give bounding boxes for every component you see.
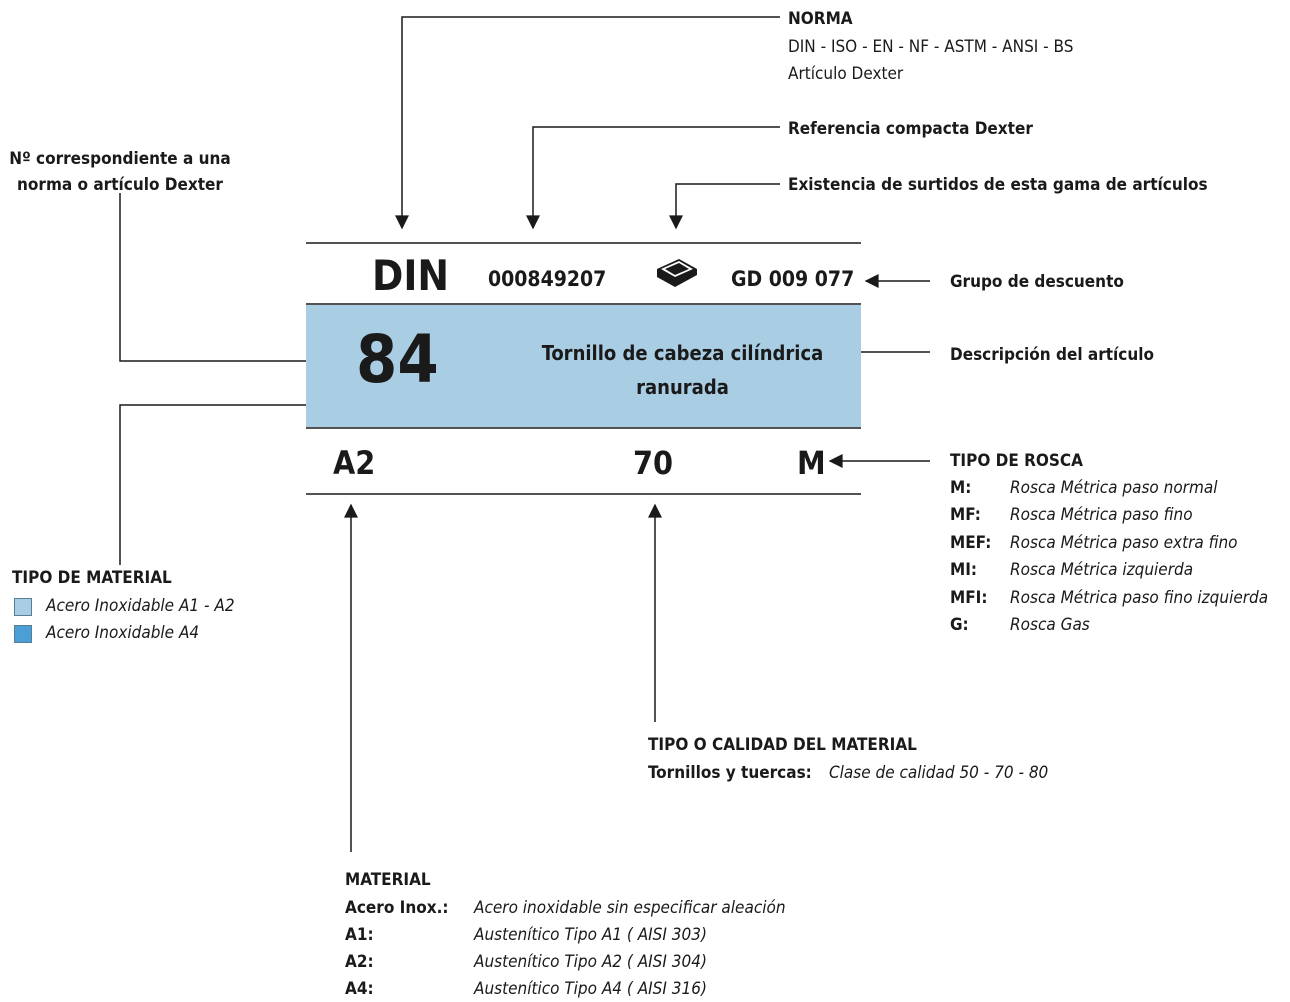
tipo-rosca-code: MF:	[950, 505, 981, 525]
tipo-rosca-desc: Rosca Métrica paso fino izquierda	[1010, 588, 1269, 608]
numero-connector	[119, 193, 357, 368]
description-band	[306, 305, 861, 427]
norma-connector	[395, 16, 780, 230]
legend-swatch-a4	[14, 625, 32, 643]
referencia-connector	[526, 126, 780, 230]
tipo-rosca-code: MFI:	[950, 588, 988, 608]
material-code: Acero Inox.:	[345, 898, 449, 918]
calidad-label: Tornillos y tuercas:	[648, 763, 812, 783]
tipo-rosca-code: MI:	[950, 560, 978, 580]
tipo-rosca-desc: Rosca Métrica izquierda	[1010, 560, 1194, 580]
tipo-material-connector	[119, 398, 332, 565]
norma-dexter: Artículo Dexter	[788, 64, 904, 84]
tipo-rosca-code: MEF:	[950, 533, 992, 553]
tipo-rosca-desc: Rosca Métrica paso extra fino	[1010, 533, 1238, 553]
calidad-value: Clase de calidad 50 - 70 - 80	[829, 763, 1049, 783]
tipo-rosca-code: M:	[950, 478, 972, 498]
material-code: A1:	[345, 925, 374, 945]
tipo-rosca-desc: Rosca Métrica paso fino	[1010, 505, 1193, 525]
material-code: A4:	[345, 979, 374, 999]
surtidos-label: Existencia de surtidos de esta gama de a…	[788, 175, 1208, 195]
tipo-material-title: TIPO DE MATERIAL	[12, 568, 172, 588]
label-norm: DIN	[372, 251, 450, 300]
surtidos-connector	[669, 183, 780, 230]
descripcion-label: Descripción del artículo	[950, 345, 1154, 365]
legend-label-a4: Acero Inoxidable A4	[46, 623, 200, 643]
norma-standards: DIN - ISO - EN - NF - ASTM - ANSI - BS	[788, 37, 1074, 57]
material-desc: Austenítico Tipo A2 ( AISI 304)	[474, 952, 707, 972]
tipo-rosca-desc: Rosca Gas	[1010, 615, 1090, 635]
numero-norma-line2: norma o artículo Dexter	[17, 175, 223, 195]
tipo-rosca-code: G:	[950, 615, 969, 635]
label-quality: 70	[633, 444, 674, 482]
label-description-line1: Tornillo de cabeza cilíndrica	[541, 341, 824, 365]
tipo-rosca-desc: Rosca Métrica paso normal	[1010, 478, 1218, 498]
material-desc: Austenítico Tipo A4 ( AISI 316)	[474, 979, 707, 999]
label-description-line2: ranurada	[636, 375, 729, 399]
norma-title: NORMA	[788, 9, 853, 29]
label-material: A2	[333, 444, 376, 482]
legend-label-a1-a2: Acero Inoxidable A1 - A2	[46, 596, 235, 616]
label-discount-group: GD 009 077	[731, 267, 855, 291]
assortment-box-icon	[657, 259, 697, 287]
label-thread: M	[797, 444, 826, 482]
numero-norma-line1: Nº correspondiente a una	[9, 149, 231, 169]
label-code: 000849207	[488, 267, 607, 291]
legend-swatch-a1-a2	[14, 598, 32, 616]
material-title: MATERIAL	[345, 870, 431, 890]
referencia-label: Referencia compacta Dexter	[788, 119, 1033, 139]
label-number: 84	[356, 321, 439, 398]
material-desc: Acero inoxidable sin especificar aleació…	[474, 898, 786, 918]
material-desc: Austenítico Tipo A1 ( AISI 303)	[474, 925, 707, 945]
calidad-title: TIPO O CALIDAD DEL MATERIAL	[648, 735, 917, 755]
tipo-rosca-title: TIPO DE ROSCA	[950, 451, 1083, 471]
material-code: A2:	[345, 952, 374, 972]
grupo-descuento-label: Grupo de descuento	[950, 272, 1124, 292]
